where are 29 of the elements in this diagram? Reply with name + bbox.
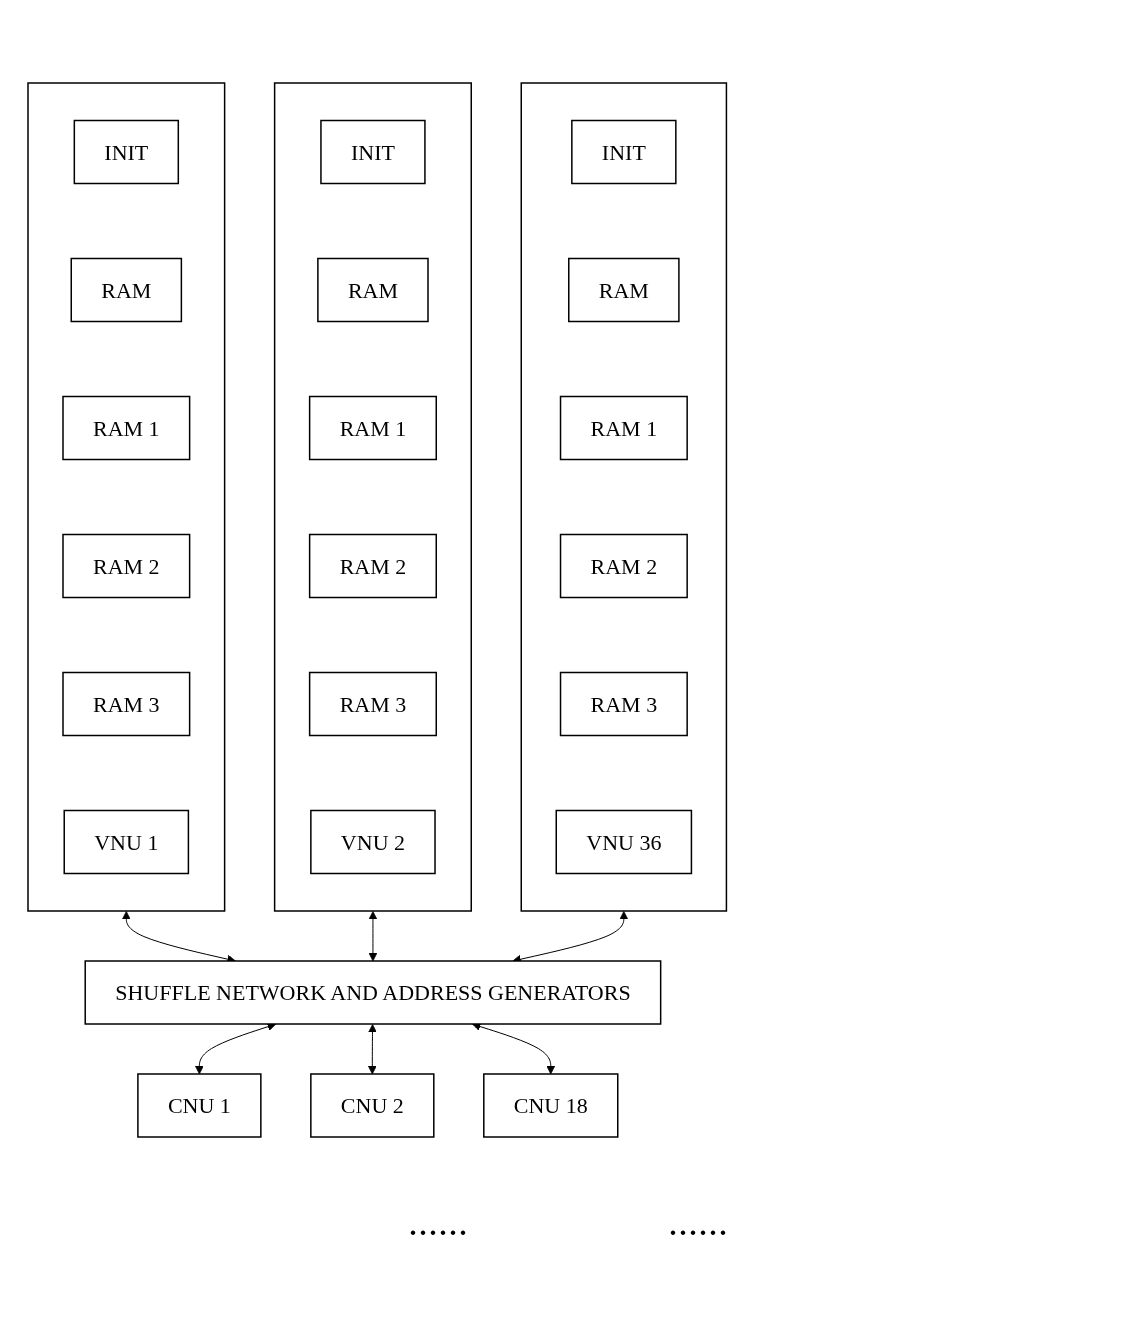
node-box: RAM 1: [559, 395, 688, 461]
node-box: RAM 3: [308, 671, 437, 737]
node-box: INIT: [319, 119, 426, 185]
cluster: [520, 82, 727, 912]
node-box: RAM 3: [559, 671, 688, 737]
arrow: [367, 1024, 377, 1075]
node-box: RAM: [567, 257, 680, 323]
node-box: RAM: [316, 257, 429, 323]
node-box: RAM 3: [61, 671, 190, 737]
node-box: VNU 2: [309, 809, 436, 875]
node-box: CNU 2: [309, 1073, 435, 1138]
node-box: RAM 2: [61, 533, 190, 599]
node-box: VNU 1: [63, 809, 189, 875]
node-box: CNU 18: [482, 1073, 618, 1138]
cluster: [273, 82, 472, 912]
node-box: RAM: [70, 257, 182, 323]
ellipsis-dots: ......: [669, 1210, 730, 1242]
node-box: INIT: [570, 119, 677, 185]
node-box: RAM 1: [308, 395, 437, 461]
node-box: RAM 1: [61, 395, 190, 461]
ellipsis-dots: ......: [409, 1210, 470, 1242]
node-box: SHUFFLE NETWORK AND ADDRESS GENERATORS: [83, 960, 661, 1025]
arrow: [368, 911, 377, 962]
node-box: INIT: [73, 119, 179, 185]
node-box: VNU 36: [555, 809, 692, 875]
cluster: [26, 82, 225, 912]
node-box: CNU 1: [136, 1073, 262, 1138]
node-box: RAM 2: [559, 533, 688, 599]
node-box: RAM 2: [308, 533, 437, 599]
